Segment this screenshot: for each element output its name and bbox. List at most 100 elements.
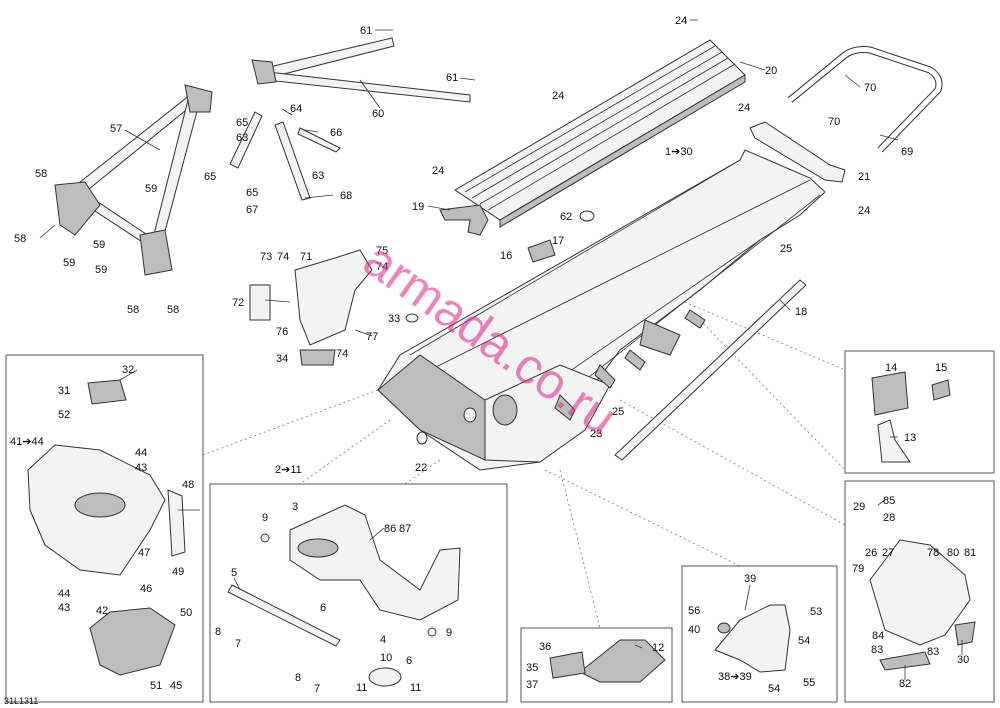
callout-21: 21 xyxy=(858,171,870,183)
callout-27: 27 xyxy=(882,547,894,559)
callout-8: 8 xyxy=(295,672,301,684)
steering-support xyxy=(294,249,373,346)
callout-70: 70 xyxy=(864,82,876,94)
callout-18: 18 xyxy=(795,306,807,318)
callout-61: 61 xyxy=(446,72,458,84)
rail-5 xyxy=(227,584,341,647)
rear-grab-handle-inner xyxy=(788,47,942,152)
callout-59: 59 xyxy=(145,183,157,195)
frame-plate-3 xyxy=(289,504,461,621)
detail-box-rear-mount xyxy=(844,480,995,703)
callout-11: 11 xyxy=(410,682,421,694)
callout-59: 59 xyxy=(63,257,75,269)
callout-67: 67 xyxy=(246,204,258,216)
callout-17: 17 xyxy=(552,235,564,247)
leader-lines xyxy=(39,19,963,680)
rear-mount-bracket xyxy=(869,539,971,646)
plug-22 xyxy=(416,431,428,445)
detail-box-front-bracket xyxy=(5,354,204,703)
callout-59: 59 xyxy=(95,264,107,276)
callout-37: 37 xyxy=(526,679,538,691)
washer-9b xyxy=(427,627,437,637)
callout-16: 16 xyxy=(500,250,512,262)
callout-83: 83 xyxy=(871,644,883,656)
main-chassis-frame xyxy=(377,149,826,471)
callout-66: 66 xyxy=(330,127,342,139)
clip-15 xyxy=(931,379,951,401)
rear-bracket xyxy=(749,121,846,183)
callout-48: 48 xyxy=(182,479,194,491)
block-30 xyxy=(954,621,976,646)
callout-47: 47 xyxy=(138,547,150,559)
callout-60: 60 xyxy=(372,108,384,120)
callout-1-30: 1➔30 xyxy=(665,146,693,158)
callout-35: 35 xyxy=(526,662,538,674)
callout-49: 49 xyxy=(172,566,184,578)
callout-59: 59 xyxy=(93,239,105,251)
callout-13: 13 xyxy=(904,432,916,444)
callout-73: 73 xyxy=(260,251,272,263)
callout-74: 74 xyxy=(376,261,388,273)
slider-35 xyxy=(549,651,586,679)
cross-brace xyxy=(297,127,341,153)
bracket-16-17 xyxy=(527,239,556,263)
callout-10: 10 xyxy=(380,652,392,664)
callout-54: 54 xyxy=(768,683,780,695)
callout-71: 71 xyxy=(300,251,312,263)
callout-58: 58 xyxy=(127,304,139,316)
callout-24: 24 xyxy=(738,102,750,114)
callout-11: 11 xyxy=(356,682,367,694)
callout-29: 29 xyxy=(853,501,865,513)
callout-33: 33 xyxy=(388,313,400,325)
callout-40: 40 xyxy=(688,624,700,636)
callout-83: 83 xyxy=(927,646,939,658)
callout-61: 61 xyxy=(360,25,372,37)
callout-43: 43 xyxy=(135,462,147,474)
callout-15: 15 xyxy=(935,362,947,374)
callout-50: 50 xyxy=(180,607,192,619)
callout-25: 25 xyxy=(780,243,792,255)
side-bracket-39 xyxy=(714,604,791,673)
front-a-frame xyxy=(54,84,213,276)
callout-24: 24 xyxy=(432,165,444,177)
block-31 xyxy=(87,379,127,405)
left-brace xyxy=(229,111,263,169)
callout-31: 31 xyxy=(58,385,70,397)
bracket-82 xyxy=(879,651,931,671)
callout-28: 28 xyxy=(883,512,895,524)
ring-10 xyxy=(368,667,402,687)
callout-24: 24 xyxy=(552,90,564,102)
callout-22: 22 xyxy=(415,462,427,474)
callout-24: 24 xyxy=(858,205,870,217)
callout-24: 24 xyxy=(675,15,687,27)
callout-65: 65 xyxy=(236,117,248,129)
callout-5: 5 xyxy=(231,567,237,579)
callout-41-44: 41➔44 xyxy=(10,436,44,448)
callout-7: 7 xyxy=(314,683,320,695)
callout-34: 34 xyxy=(276,353,288,365)
callout-79: 79 xyxy=(852,563,864,575)
callout-45: 45 xyxy=(170,680,182,692)
detail-box-gusset xyxy=(844,350,995,474)
callout-64: 64 xyxy=(290,103,302,115)
callout-55: 55 xyxy=(803,677,815,689)
callout-68: 68 xyxy=(340,190,352,202)
callout-53: 53 xyxy=(810,606,822,618)
detail-box-skid-plate xyxy=(520,627,673,703)
callout-46: 46 xyxy=(140,583,152,595)
detail-box-side-bracket xyxy=(681,565,838,703)
callout-56: 56 xyxy=(688,605,700,617)
callout-23: 23 xyxy=(590,428,602,440)
callout-36: 36 xyxy=(539,641,551,653)
callout-63: 63 xyxy=(312,170,324,182)
callout-70: 70 xyxy=(828,116,840,128)
callout-58: 58 xyxy=(35,168,47,180)
callout-9: 9 xyxy=(446,627,452,639)
callout-38-39: 38➔39 xyxy=(718,671,752,683)
callout-81: 81 xyxy=(964,547,976,559)
callout-6: 6 xyxy=(406,655,412,667)
block-34 xyxy=(299,349,336,366)
right-brace xyxy=(274,121,311,201)
steering-strut xyxy=(251,37,471,103)
